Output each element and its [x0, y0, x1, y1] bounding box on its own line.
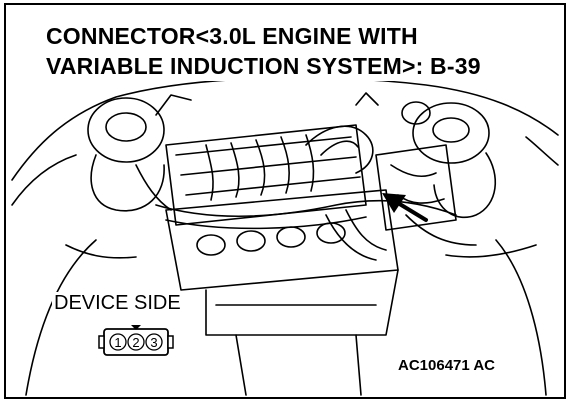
title-line-2: VARIABLE INDUCTION SYSTEM>: B-39: [46, 53, 481, 79]
device-side-label: DEVICE SIDE: [52, 292, 183, 315]
connector-pin-3: 3: [150, 335, 157, 350]
arrow-icon: [382, 193, 428, 222]
connector-icon: 1 2 3: [98, 325, 174, 356]
engine-bay-illustration: 1 2 3: [11, 76, 559, 396]
title-line-1: CONNECTOR<3.0L ENGINE WITH: [46, 23, 418, 49]
figure-id: AC106471 AC: [396, 357, 497, 374]
connector-pin-1: 1: [114, 335, 121, 350]
connector-pin-2: 2: [132, 335, 139, 350]
diagram-frame: 1 2 3 CONNECTOR<3.0L ENGINE WITH VARIABL…: [4, 3, 566, 399]
diagram-title: CONNECTOR<3.0L ENGINE WITH VARIABLE INDU…: [46, 21, 485, 81]
